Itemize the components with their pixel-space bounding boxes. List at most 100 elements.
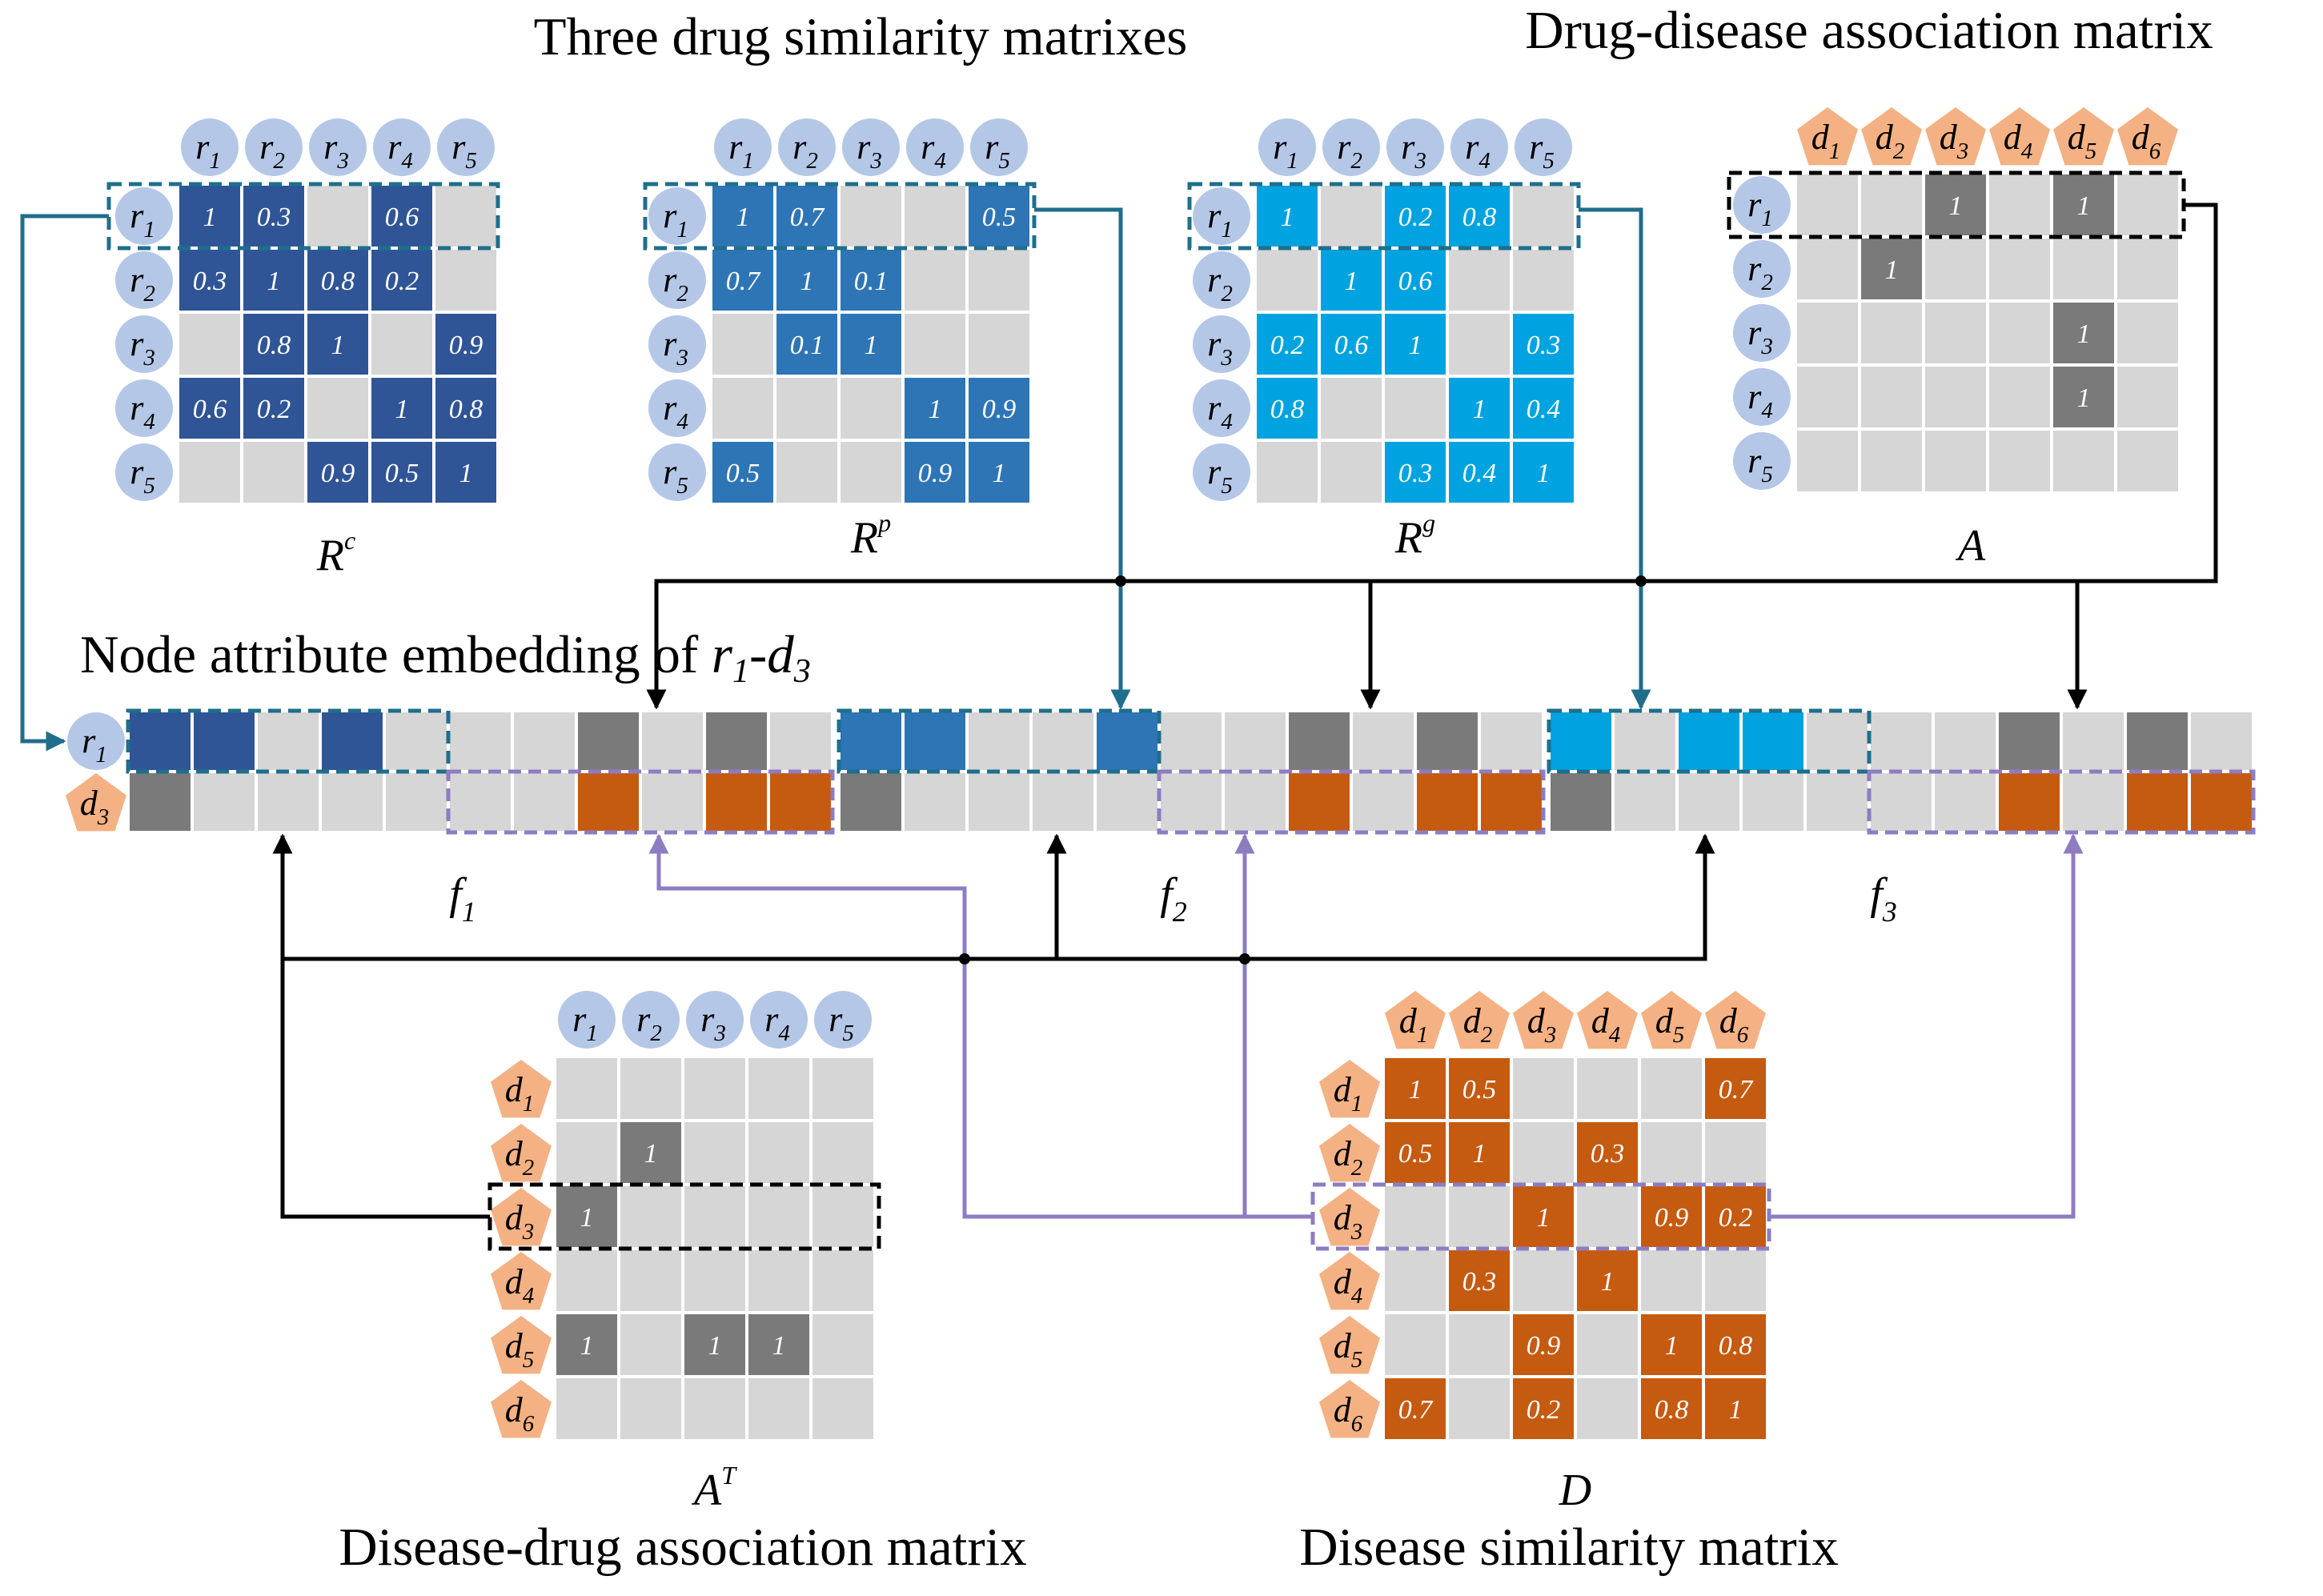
matrix-Rc-row-node: r4 (115, 379, 173, 437)
matrix-A-cell (1922, 427, 1989, 495)
matrix-D-row-node-label-base: d (1334, 1198, 1352, 1237)
matrix-AT-cell (745, 1311, 812, 1378)
matrix-Rc-cell-value: 0.9 (321, 459, 355, 488)
matrix-D-cell (1702, 1119, 1769, 1186)
matrix-D-col-node: d3 (1513, 991, 1574, 1049)
matrix-D-cell (1638, 1375, 1705, 1442)
matrix-Rc-row-node-circle (115, 443, 173, 501)
matrix-Rc-col-node: r3 (309, 118, 367, 176)
matrix-D-cell (1382, 1311, 1449, 1378)
matrix-Rp-cell (773, 247, 841, 314)
matrix-A-cell (2114, 363, 2181, 431)
matrix-Rc-row-node-label-base: r (130, 388, 144, 427)
matrix-Rp-col-node-label-base: r (857, 127, 871, 166)
matrix-A-col-node-label: d3 (1940, 118, 1969, 164)
matrix-AT-cell (553, 1055, 620, 1122)
matrix-Rp-row-node-label: r3 (663, 324, 688, 371)
matrix-D-row-node-label-base: d (1334, 1262, 1352, 1301)
matrix-AT-row-node-label: d4 (505, 1262, 535, 1309)
feature-1-cell (191, 770, 258, 834)
matrix-Rp-col-node: r2 (778, 118, 836, 176)
matrix-D-row-node-pentagon (1319, 1124, 1380, 1182)
matrix-Rg-cell-value: 0.3 (1527, 331, 1561, 360)
matrix-Rg-cell-value: 0.8 (1462, 203, 1497, 232)
matrix-A-cell (1986, 235, 2053, 303)
matrix-D-col-node-label: d2 (1463, 1001, 1493, 1048)
matrix-AT-cell (745, 1183, 812, 1250)
feature-2-cell (965, 770, 1033, 834)
matrix-Rg-col-node-label: r1 (1273, 127, 1298, 174)
matrix-Rg-row-node-circle (1193, 187, 1250, 245)
embedding-disease-node-pentagon (66, 773, 126, 832)
matrix-AT-cell (745, 1247, 812, 1314)
matrix-Rg-cell (1254, 439, 1321, 506)
matrix-Rc-cell (176, 311, 243, 378)
matrix-Rc-row-node-label: r3 (130, 324, 155, 371)
matrix-Rc-cell (176, 375, 243, 442)
feature-2-cell (1222, 770, 1289, 834)
matrix-Rg-cell-value: 0.3 (1398, 459, 1433, 488)
matrix-AT-row-node-label-sub: 6 (523, 1411, 535, 1437)
matrix-Rp-row-node-label-base: r (663, 260, 677, 299)
matrix-D-cell-value: 0.2 (1719, 1203, 1753, 1233)
matrix-D-cell (1574, 1375, 1641, 1442)
feature-3-cell (1547, 709, 1615, 773)
matrix-A-col-node: d4 (1989, 107, 2050, 166)
matrix-AT-cell (745, 1055, 812, 1122)
matrix-D-cell (1702, 1055, 1769, 1122)
matrix-Rc-caption: Rc (316, 526, 355, 580)
matrix-Rc-caption-sup: c (344, 526, 355, 555)
matrix-AT-row-node-label-base: d (505, 1134, 524, 1173)
matrix-D-cell-value: 0.7 (1719, 1075, 1755, 1105)
matrix-Rp-cell (965, 439, 1033, 506)
feature-1-cell (383, 770, 450, 834)
matrix-D-cell-value: 0.3 (1591, 1139, 1625, 1169)
matrix-A-cell (2050, 299, 2117, 367)
highlight-a-row1 (1727, 170, 2186, 239)
matrix-AT-cell (809, 1055, 877, 1122)
matrix-AT-col-node-label-sub: 2 (650, 1021, 662, 1046)
matrix-A-col-node-pentagon (1861, 107, 1922, 166)
feature-3-cell (1803, 770, 1871, 834)
matrix-Rg-row-node-label-sub: 3 (1220, 345, 1233, 371)
feature-2-caption-sub: 2 (1173, 896, 1187, 928)
matrix-Rg-col-node: r2 (1322, 118, 1380, 176)
matrix-Rg-col-node-label: r4 (1465, 127, 1490, 174)
matrix-Rc-cell-value: 0.5 (385, 459, 419, 488)
matrix-Rc-row-node-label-base: r (130, 260, 144, 299)
matrix-AT-row-node-label: d6 (505, 1390, 535, 1437)
matrix-Rg-row-node-circle (1193, 379, 1250, 437)
matrix-A-row-node-label-sub: 1 (1761, 206, 1773, 231)
matrix-A-row-node-label-sub: 3 (1760, 334, 1773, 359)
highlight-at-row3 (487, 1182, 881, 1251)
matrix-Rg-cell (1318, 375, 1385, 442)
matrix-AT-row-node-label: d2 (505, 1134, 535, 1181)
matrix-D-cell (1638, 1119, 1705, 1186)
feature-3-drug-box (1547, 708, 1872, 774)
matrix-Rc-cell-value: 0.2 (385, 267, 419, 296)
matrix-Rg-cell-value: 1 (1537, 459, 1551, 488)
matrix-A-row-node-label-sub: 5 (1761, 462, 1773, 487)
matrix-AT-cell (553, 1375, 620, 1442)
matrix-AT-row-node-pentagon (491, 1252, 552, 1310)
matrix-A-cell (1858, 363, 1925, 431)
connector-rp-to-f2 (1034, 207, 1131, 710)
feature-1-cell (575, 770, 642, 834)
feature-1-caption: f1 (449, 869, 476, 928)
matrix-AT-cell-value: 1 (580, 1203, 594, 1233)
feature-1-cell (319, 709, 386, 773)
matrix-Rp-row-node-label: r2 (663, 260, 688, 307)
matrix-Rg-cell-value: 0.6 (1398, 267, 1433, 296)
matrix-Rg-col-node-label-sub: 4 (1478, 148, 1490, 174)
matrix-Rp-row-node-label-sub: 4 (676, 409, 688, 435)
matrix-Rc-row-node-label: r2 (130, 260, 155, 307)
matrix-Rp-cell (709, 439, 776, 506)
feature-2-cell (1157, 770, 1225, 834)
matrix-Rc-cell (240, 439, 307, 506)
matrix-D-col-node-pentagon (1385, 991, 1446, 1049)
matrix-AT-col-node-circle (622, 991, 680, 1049)
matrix-Rg-row-node-label-sub: 2 (1221, 281, 1233, 307)
matrix-A-row-node: r4 (1733, 368, 1791, 426)
matrix-AT-col-node-label: r3 (700, 1000, 726, 1046)
feature-1-cell (575, 709, 642, 773)
